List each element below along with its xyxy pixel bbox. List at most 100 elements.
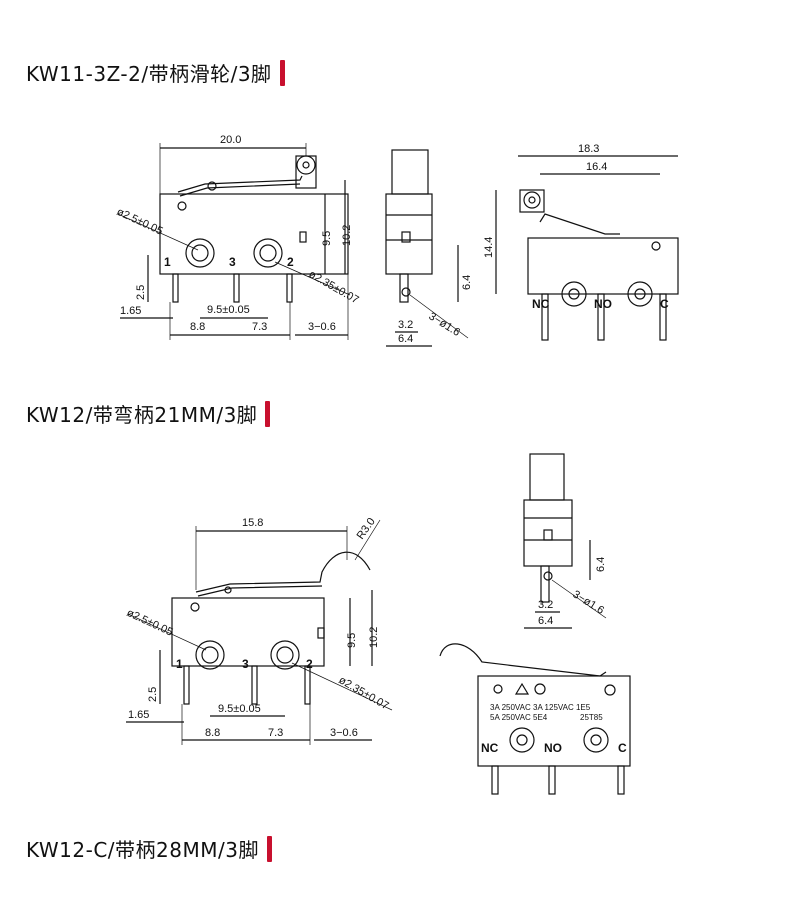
dim-hole-dia: ø2.5±0.05 bbox=[125, 607, 175, 639]
leader-pin-hole bbox=[291, 662, 393, 711]
dim-back-height: 14.4 bbox=[483, 237, 495, 258]
back-pin-nc bbox=[541, 293, 549, 341]
lever-arm-inner bbox=[179, 183, 301, 197]
terminal-label-no: NO bbox=[544, 741, 562, 755]
back-roller-bracket bbox=[519, 189, 545, 213]
terminal-label-1: 1 bbox=[164, 255, 171, 269]
terminal-label-2: 2 bbox=[287, 255, 294, 269]
rating-line-2: 5A 250VAC 5E4 bbox=[490, 713, 548, 722]
lever-pivot bbox=[207, 181, 217, 191]
dim-height-a: 9.5 bbox=[321, 231, 333, 246]
back-pin-c bbox=[617, 765, 625, 795]
kw12-front-view bbox=[126, 519, 393, 745]
terminal-label-nc: NC bbox=[532, 297, 550, 311]
back-pin-nc bbox=[491, 765, 499, 795]
dim-height-b: 10.2 bbox=[368, 627, 380, 648]
dim-left-offset: 1.65 bbox=[128, 709, 149, 721]
dim-pin-height: 2.5 bbox=[147, 687, 159, 702]
dim-pitch-c: 7.3 bbox=[252, 321, 267, 333]
dim-pitch-c: 7.3 bbox=[268, 727, 283, 739]
kw12-side-view bbox=[523, 453, 607, 629]
dim-overall: 18.3 bbox=[578, 143, 599, 155]
dim-pin-width: 3−0.6 bbox=[330, 727, 358, 739]
back-hole-right bbox=[627, 281, 653, 307]
terminal-label-c: C bbox=[660, 297, 669, 311]
side-body bbox=[385, 193, 433, 275]
back-pin-c bbox=[659, 293, 667, 341]
dim-height-b: 10.2 bbox=[341, 225, 353, 246]
mount-hole-left-inner bbox=[191, 244, 209, 262]
side-slot bbox=[543, 529, 553, 541]
cert-mark-2 bbox=[514, 682, 530, 695]
cert-mark-1 bbox=[493, 684, 503, 694]
rating-line-1: 3A 250VAC 3A 125VAC 1E5 bbox=[490, 703, 591, 712]
section-title-kw12: KW12/带弯柄21MM/3脚 bbox=[26, 399, 271, 428]
back-pin-no bbox=[597, 293, 605, 341]
mount-hole-right-outer bbox=[253, 238, 283, 268]
plunger-housing bbox=[529, 453, 565, 501]
rating-line-3: 25T85 bbox=[580, 713, 603, 722]
back-pivot bbox=[651, 241, 661, 251]
section-title-kw12c: KW12-C/带柄28MM/3脚 bbox=[26, 834, 272, 863]
dim-side-height: 6.4 bbox=[595, 557, 607, 572]
section-title-text: KW12-C/带柄28MM/3脚 bbox=[26, 838, 259, 862]
terminal-label-3: 3 bbox=[242, 657, 249, 671]
dim-pin-height: 2.5 bbox=[135, 285, 147, 300]
side-notch bbox=[317, 627, 325, 639]
leader-side-hole bbox=[551, 579, 607, 619]
terminal-label-c: C bbox=[618, 741, 627, 755]
pin-2 bbox=[286, 273, 293, 303]
side-body bbox=[523, 499, 573, 567]
roller-wheel bbox=[296, 155, 316, 175]
dim-pitch-b: 8.8 bbox=[190, 321, 205, 333]
leader-hole-dia bbox=[127, 613, 207, 651]
section-title-text: KW12/带弯柄21MM/3脚 bbox=[26, 403, 258, 427]
dim-lever: 16.4 bbox=[586, 161, 607, 173]
dim-side-inner: 3.2 bbox=[398, 319, 413, 331]
side-pin bbox=[399, 273, 409, 303]
back-pivot bbox=[604, 684, 616, 696]
pin-3 bbox=[233, 273, 240, 303]
mount-hole-left-outer bbox=[185, 238, 215, 268]
leader-radius bbox=[354, 519, 381, 561]
dim-side-inner: 3.2 bbox=[538, 599, 553, 611]
dim-pin-width: 3−0.6 bbox=[308, 321, 336, 333]
dim-pitch-b: 8.8 bbox=[205, 727, 220, 739]
dim-side-width: 6.4 bbox=[398, 333, 413, 345]
back-lever bbox=[539, 213, 620, 235]
mount-hole-top bbox=[190, 602, 200, 612]
plunger-housing bbox=[391, 149, 429, 195]
back-hole-right bbox=[583, 727, 609, 753]
dim-pitch-a: 9.5±0.05 bbox=[218, 703, 261, 715]
roller-axle bbox=[302, 161, 310, 169]
lever-arm bbox=[177, 175, 303, 193]
pin-2 bbox=[304, 665, 311, 705]
back-body bbox=[527, 237, 679, 295]
back-bent-lever bbox=[439, 643, 607, 677]
dim-side-height: 6.4 bbox=[461, 275, 473, 290]
switch-body-outline bbox=[159, 193, 349, 275]
kw11-back-view bbox=[495, 155, 679, 341]
terminal-label-no: NO bbox=[594, 297, 612, 311]
pin-1 bbox=[172, 273, 179, 303]
kw12-back-view bbox=[439, 643, 631, 795]
mount-hole-top bbox=[177, 201, 187, 211]
terminal-label-2: 2 bbox=[306, 657, 313, 671]
side-slot bbox=[401, 231, 411, 243]
dim-side-hole: 3−ø1.6 bbox=[570, 588, 606, 616]
dim-side-hole: 3−ø1.6 bbox=[426, 310, 462, 338]
dim-length: 20.0 bbox=[220, 134, 241, 146]
section-title-kw11: KW11-3Z-2/带柄滑轮/3脚 bbox=[26, 58, 285, 87]
side-hole bbox=[543, 571, 553, 581]
dim-hole-dia: ø2.5±0.05 bbox=[115, 206, 165, 238]
leader-pin-hole bbox=[274, 261, 351, 296]
mount-hole-right-inner bbox=[259, 244, 277, 262]
terminal-label-1: 1 bbox=[176, 657, 183, 671]
side-pin bbox=[540, 565, 550, 603]
accent-bar bbox=[279, 59, 285, 86]
dim-side-width: 6.4 bbox=[538, 615, 553, 627]
back-roller bbox=[523, 191, 541, 209]
bent-lever bbox=[195, 551, 371, 593]
section-title-text: KW11-3Z-2/带柄滑轮/3脚 bbox=[26, 62, 272, 86]
